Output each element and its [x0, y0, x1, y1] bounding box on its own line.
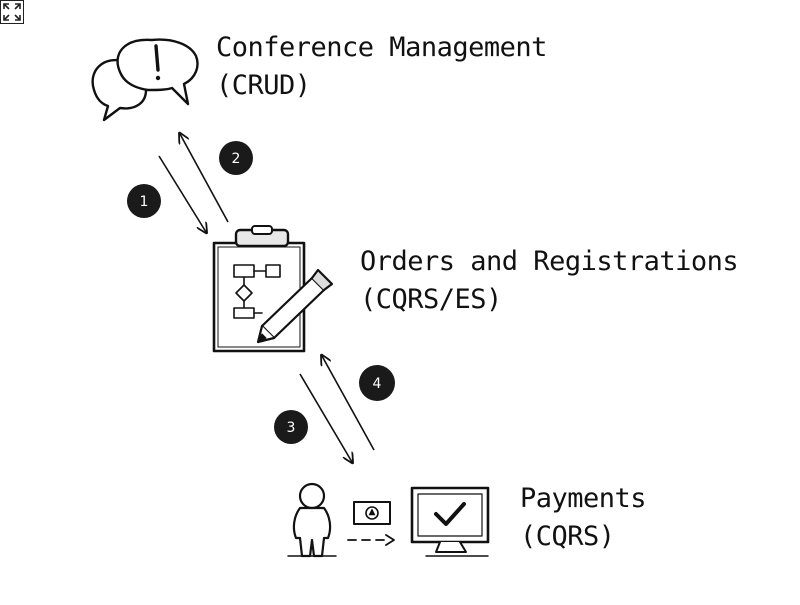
- conference-title: Conference Management: [216, 32, 547, 63]
- expand-button[interactable]: [0, 0, 24, 24]
- speech-bubbles-exclamation-icon: [91, 38, 199, 122]
- arrow-step-2: [180, 134, 229, 223]
- payments-title: Payments: [520, 483, 647, 514]
- orders-subtitle: (CQRS/ES): [360, 284, 502, 315]
- step-badge-4: 4: [359, 365, 395, 401]
- arrow-step-3: [299, 373, 352, 462]
- conference-management-label: Conference Management (CRUD): [216, 29, 547, 105]
- svg-text:1: 1: [140, 194, 149, 210]
- svg-text:3: 3: [287, 420, 296, 436]
- arrows: [158, 134, 375, 462]
- expand-arrows-icon: [3, 3, 21, 21]
- orders-title: Orders and Registrations: [360, 246, 739, 277]
- svg-text:4: 4: [373, 376, 382, 392]
- conference-subtitle: (CRUD): [216, 70, 311, 101]
- arrow-step-1: [158, 155, 206, 232]
- payments-label: Payments (CQRS): [520, 480, 647, 556]
- step-badge-1: 1: [127, 184, 161, 218]
- orders-registrations-label: Orders and Registrations (CQRS/ES): [360, 243, 739, 319]
- step-badge-3: 3: [274, 410, 308, 444]
- step-badge-2: 2: [219, 141, 253, 175]
- arrow-step-4: [322, 356, 375, 451]
- clipboard-pencil-icon: [212, 225, 334, 353]
- svg-text:2: 2: [232, 151, 241, 167]
- payments-subtitle: (CQRS): [520, 521, 615, 552]
- person-card-monitor-icon: [287, 482, 490, 558]
